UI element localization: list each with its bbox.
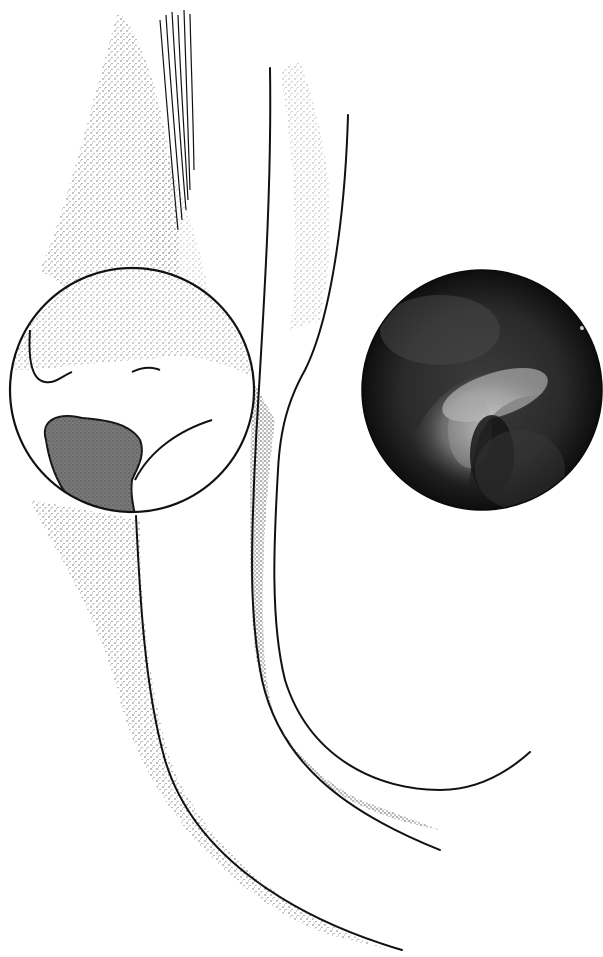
magnified-inset [10, 260, 260, 516]
tube-outer-wall [136, 516, 402, 950]
endoscopic-view [362, 270, 602, 510]
